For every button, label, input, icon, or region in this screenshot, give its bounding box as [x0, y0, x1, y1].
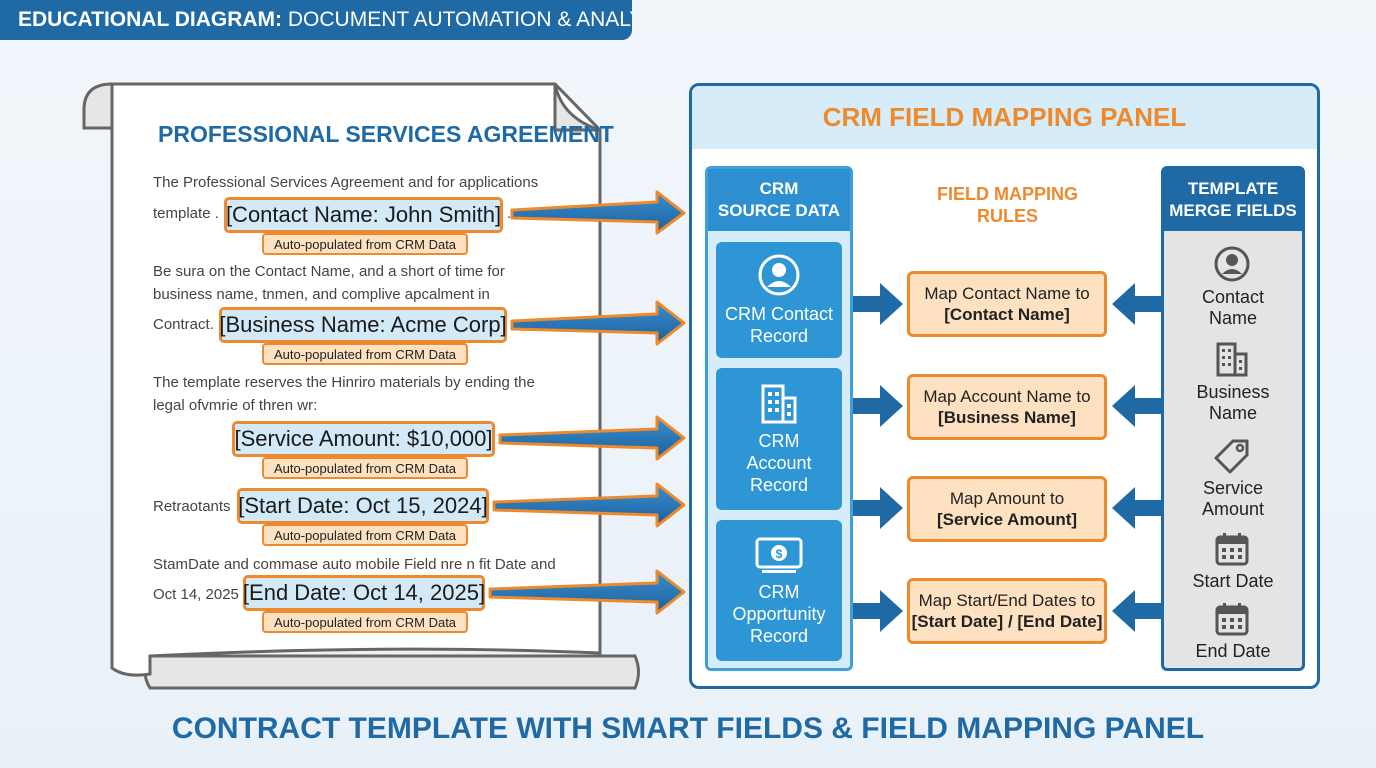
doc-para3-line2: legal ofvmrie of thren wr:	[153, 397, 318, 414]
template-merge-fields-column	[1161, 166, 1305, 671]
template-field-label: Start Date	[1192, 571, 1274, 591]
banner-bold: EDUCATIONAL DIAGRAM:	[18, 8, 283, 31]
auto-populated-badge: Auto-populated from CRM Data	[262, 524, 468, 546]
crm-contact-record-card[interactable]: CRM Contact Record	[716, 242, 842, 358]
smart-field-start-date[interactable]: [Start Date: Oct 15, 2024]	[237, 488, 489, 524]
arrow-template-to-rule	[1112, 283, 1161, 325]
doc-para5-line1: StamDate and commase auto mobile Field n…	[153, 556, 556, 573]
money-icon: $	[755, 537, 803, 573]
template-field-label: End Date	[1195, 641, 1271, 661]
doc-para5-prefix: Oct 14, 2025	[153, 586, 239, 603]
smart-field-end-date[interactable]: [End Date: Oct 14, 2025]	[243, 575, 485, 611]
mapping-rule-text: Map Account Name to	[923, 387, 1091, 406]
arrow-source-to-rule	[853, 590, 903, 632]
mapping-rule-target: [Business Name]	[938, 408, 1076, 427]
mapping-rule-target: [Start Date] / [End Date]	[911, 612, 1103, 631]
doc-para2-prefix: Contract.	[153, 316, 214, 333]
template-field-business-name[interactable]: Business Name	[1164, 382, 1302, 424]
doc-para1-prefix: template .	[153, 205, 219, 222]
arrow-business-name	[510, 300, 686, 346]
smart-field-business-name[interactable]: [Business Name: Acme Corp]	[219, 307, 507, 343]
crm-account-record-label: CRM Account Record	[746, 431, 812, 495]
user-circle-icon	[1214, 246, 1250, 282]
arrow-start-date	[492, 482, 686, 528]
tag-icon	[1214, 439, 1249, 474]
doc-para2-line2: business name, tnmen, and complive apcal…	[153, 286, 490, 303]
template-merge-fields-header-text: TEMPLATE MERGE FIELDS	[1169, 179, 1297, 220]
template-merge-fields-header: TEMPLATE MERGE FIELDS	[1164, 169, 1302, 231]
field-mapping-rules-header-text: FIELD MAPPING RULES	[936, 184, 1078, 226]
arrow-template-to-rule	[1112, 487, 1161, 529]
arrow-service-amount	[498, 415, 686, 461]
auto-populated-badge: Auto-populated from CRM Data	[262, 611, 468, 633]
smart-field-service-amount[interactable]: [Service Amount: $10,000]	[232, 421, 495, 457]
building-icon	[1216, 342, 1248, 377]
arrow-contact-name	[510, 190, 686, 235]
arrow-end-date	[488, 569, 686, 615]
template-field-contact-name[interactable]: Contact Name	[1164, 287, 1302, 329]
mapping-rule-dates[interactable]: Map Start/End Dates to [Start Date] / [E…	[907, 578, 1107, 644]
crm-account-record-card[interactable]: CRM Account Record	[716, 368, 842, 510]
arrow-source-to-rule	[853, 385, 903, 427]
template-field-service-amount[interactable]: Service Amount	[1164, 478, 1302, 520]
header-banner: EDUCATIONAL DIAGRAM: DOCUMENT AUTOMATION…	[0, 0, 632, 40]
doc-para2-line1: Be sura on the Contact Name, and a short…	[153, 263, 505, 280]
mapping-rule-service-amount[interactable]: Map Amount to [Service Amount]	[907, 476, 1107, 542]
template-field-start-date[interactable]: Start Date	[1164, 571, 1302, 592]
arrow-source-to-rule	[853, 487, 903, 529]
template-field-label: Business Name	[1196, 382, 1270, 423]
mapping-rule-text: Map Start/End Dates to	[918, 591, 1096, 610]
doc-para1-suffix: .	[507, 205, 512, 222]
doc-para3-line1: The template reserves the Hinriro materi…	[153, 374, 535, 391]
auto-populated-badge: Auto-populated from CRM Data	[262, 343, 468, 365]
template-field-end-date[interactable]: End Date	[1164, 641, 1302, 662]
crm-source-header-text: CRM SOURCE DATA	[717, 179, 841, 220]
panel-title: CRM FIELD MAPPING PANEL	[692, 86, 1317, 149]
svg-text:$: $	[776, 547, 783, 561]
template-field-label: Contact Name	[1201, 287, 1265, 328]
doc-para4-prefix: Retraotants	[153, 498, 231, 515]
doc-para1-line1: The Professional Services Agreement and …	[153, 174, 539, 191]
diagram-caption: CONTRACT TEMPLATE WITH SMART FIELDS & FI…	[171, 712, 1205, 745]
template-field-label: Service Amount	[1201, 478, 1265, 519]
field-mapping-rules-header: FIELD MAPPING RULES	[925, 183, 1090, 227]
user-circle-icon	[758, 254, 800, 296]
mapping-rule-contact-name[interactable]: Map Contact Name to [Contact Name]	[907, 271, 1107, 337]
smart-field-contact-name[interactable]: [Contact Name: John Smith]	[224, 197, 503, 233]
document-title: PROFESSIONAL SERVICES AGREEMENT	[158, 121, 614, 147]
arrow-template-to-rule	[1112, 385, 1161, 427]
mapping-rule-text: Map Amount to	[949, 489, 1065, 508]
auto-populated-badge: Auto-populated from CRM Data	[262, 233, 468, 255]
crm-source-header: CRM SOURCE DATA	[708, 169, 850, 231]
mapping-rule-business-name[interactable]: Map Account Name to [Business Name]	[907, 374, 1107, 440]
banner-rest: DOCUMENT AUTOMATION & ANALYTICS	[287, 8, 632, 31]
mapping-rule-text: Map Contact Name to	[924, 284, 1090, 303]
crm-opportunity-record-card[interactable]: $ CRM Opportunity Record	[716, 520, 842, 661]
mapping-rule-target: [Contact Name]	[944, 305, 1070, 324]
calendar-icon	[1215, 603, 1249, 636]
mapping-rule-target: [Service Amount]	[936, 510, 1078, 529]
arrow-template-to-rule	[1112, 590, 1161, 632]
arrow-source-to-rule	[853, 283, 903, 325]
crm-opportunity-record-label: CRM Opportunity Record	[732, 581, 826, 646]
calendar-icon	[1215, 533, 1249, 566]
crm-contact-record-label: CRM Contact Record	[724, 304, 834, 346]
building-icon	[761, 384, 797, 424]
auto-populated-badge: Auto-populated from CRM Data	[262, 457, 468, 479]
